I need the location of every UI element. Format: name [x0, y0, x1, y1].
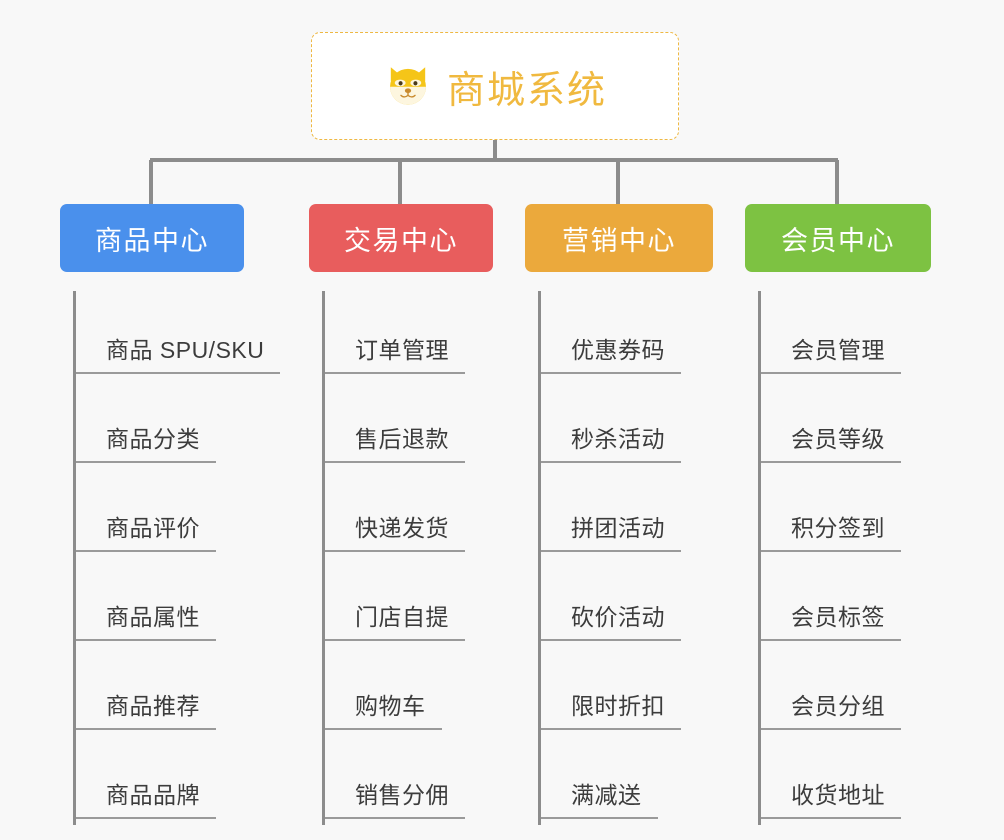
category-header-marketing[interactable]: 营销中心: [525, 204, 713, 272]
list-item[interactable]: 商品 SPU/SKU: [76, 291, 281, 380]
leaf-label: 限时折扣: [541, 687, 681, 730]
list-item[interactable]: 门店自提: [325, 558, 528, 647]
list-item[interactable]: 拼团活动: [541, 469, 744, 558]
leaf-label: 拼团活动: [541, 509, 681, 552]
list-item[interactable]: 秒杀活动: [541, 380, 744, 469]
branch-column-marketing: 营销中心 优惠券码 秒杀活动 拼团活动 砍价活动 限时折扣: [525, 204, 744, 825]
leaf-label: 门店自提: [325, 598, 465, 641]
category-label: 交易中心: [344, 225, 458, 256]
list-item[interactable]: 收货地址: [761, 736, 964, 825]
list-item[interactable]: 优惠券码: [541, 291, 744, 380]
list-item[interactable]: 限时折扣: [541, 647, 744, 736]
leaf-label: 秒杀活动: [541, 420, 681, 463]
list-item[interactable]: 满减送: [541, 736, 744, 825]
leaf-label: 订单管理: [325, 331, 465, 374]
branch-column-member: 会员中心 会员管理 会员等级 积分签到 会员标签 会员分组: [745, 204, 964, 825]
leaf-label: 快递发货: [325, 509, 465, 552]
list-item[interactable]: 售后退款: [325, 380, 528, 469]
list-item[interactable]: 快递发货: [325, 469, 528, 558]
leaf-label: 商品属性: [76, 598, 216, 641]
list-item[interactable]: 订单管理: [325, 291, 528, 380]
leaf-label: 会员管理: [761, 331, 901, 374]
category-header-product[interactable]: 商品中心: [60, 204, 244, 272]
list-item[interactable]: 积分签到: [761, 469, 964, 558]
category-label: 营销中心: [562, 225, 676, 256]
branch-column-product: 商品中心 商品 SPU/SKU 商品分类 商品评价 商品属性 商品推荐: [60, 204, 281, 825]
category-label: 会员中心: [781, 225, 895, 256]
leaf-label: 会员等级: [761, 420, 901, 463]
shiba-dog-face-icon: [383, 61, 433, 111]
list-item[interactable]: 会员等级: [761, 380, 964, 469]
leaf-label: 商品 SPU/SKU: [76, 331, 281, 374]
leaf-label: 商品推荐: [76, 687, 216, 730]
leaf-label: 会员标签: [761, 598, 901, 641]
list-item[interactable]: 会员管理: [761, 291, 964, 380]
category-header-trade[interactable]: 交易中心: [309, 204, 493, 272]
branch-columns: 商品中心 商品 SPU/SKU 商品分类 商品评价 商品属性 商品推荐: [0, 204, 1004, 840]
list-item[interactable]: 会员标签: [761, 558, 964, 647]
list-item[interactable]: 会员分组: [761, 647, 964, 736]
leaf-label: 优惠券码: [541, 331, 681, 374]
list-item[interactable]: 商品推荐: [76, 647, 279, 736]
branch-column-trade: 交易中心 订单管理 售后退款 快递发货 门店自提 购物车: [309, 204, 528, 825]
list-item[interactable]: 销售分佣: [325, 736, 528, 825]
leaf-list-member: 会员管理 会员等级 积分签到 会员标签 会员分组 收货地址: [758, 291, 964, 825]
leaf-label: 售后退款: [325, 420, 465, 463]
leaf-label: 砍价活动: [541, 598, 681, 641]
leaf-list-product: 商品 SPU/SKU 商品分类 商品评价 商品属性 商品推荐 商品品牌: [73, 291, 281, 825]
list-item[interactable]: 商品属性: [76, 558, 279, 647]
category-label: 商品中心: [95, 225, 209, 256]
leaf-label: 积分签到: [761, 509, 901, 552]
category-header-member[interactable]: 会员中心: [745, 204, 931, 272]
leaf-list-trade: 订单管理 售后退款 快递发货 门店自提 购物车 销售分佣: [322, 291, 528, 825]
list-item[interactable]: 商品分类: [76, 380, 279, 469]
root-node[interactable]: 商城系统: [311, 32, 679, 140]
list-item[interactable]: 购物车: [325, 647, 528, 736]
leaf-list-marketing: 优惠券码 秒杀活动 拼团活动 砍价活动 限时折扣 满减送: [538, 291, 744, 825]
leaf-label: 收货地址: [761, 776, 901, 819]
leaf-label: 满减送: [541, 776, 658, 819]
leaf-label: 会员分组: [761, 687, 901, 730]
list-item[interactable]: 商品评价: [76, 469, 279, 558]
leaf-label: 销售分佣: [325, 776, 465, 819]
leaf-label: 购物车: [325, 687, 442, 730]
leaf-label: 商品分类: [76, 420, 216, 463]
list-item[interactable]: 砍价活动: [541, 558, 744, 647]
list-item[interactable]: 商品品牌: [76, 736, 279, 825]
leaf-label: 商品评价: [76, 509, 216, 552]
root-title: 商城系统: [446, 69, 607, 112]
leaf-label: 商品品牌: [76, 776, 216, 819]
